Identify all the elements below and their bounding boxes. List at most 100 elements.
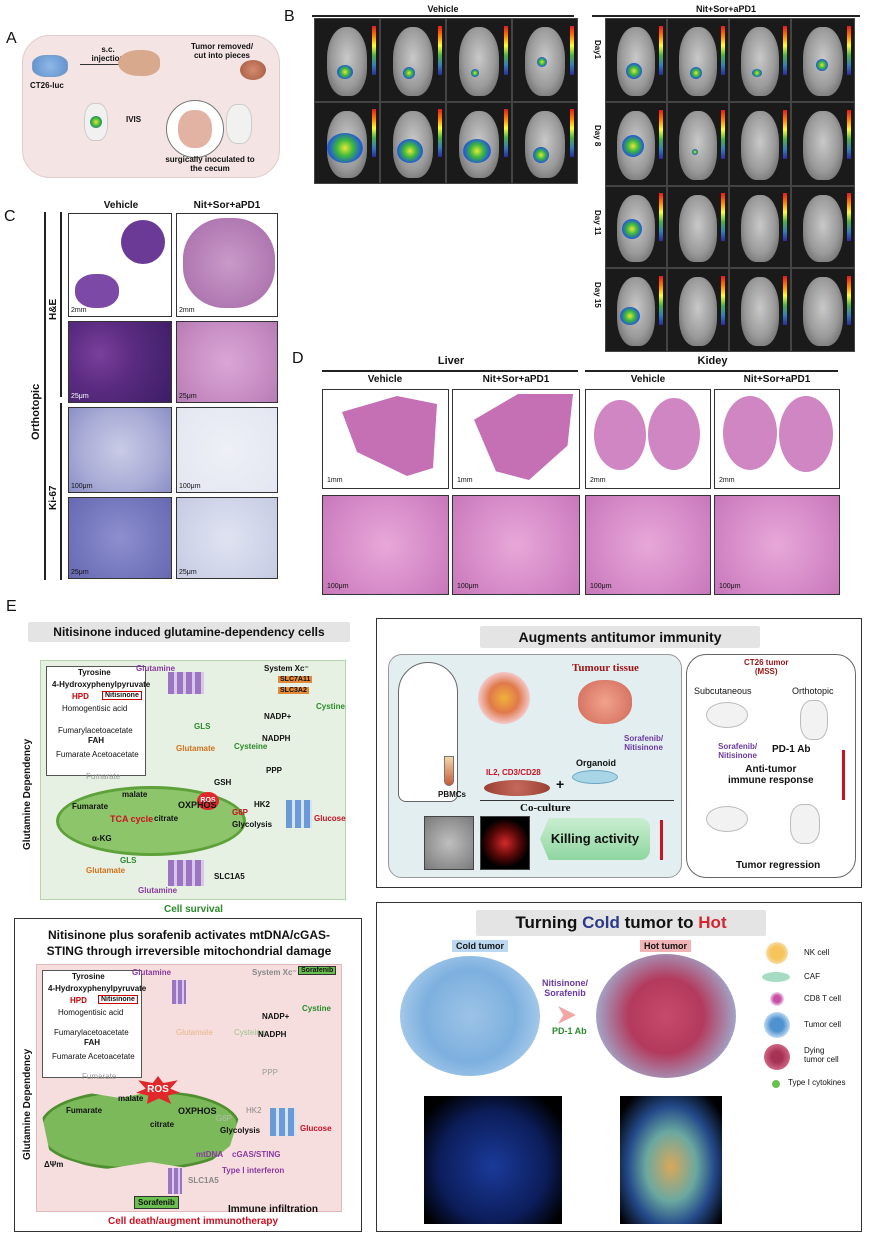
sc-injection-label: s.c. injection	[91, 45, 125, 63]
panel-label-c: C	[4, 208, 16, 225]
c-bracket-he	[60, 212, 62, 397]
d-kidey-line	[585, 370, 838, 372]
scale-bar-label: 25μm	[71, 569, 89, 576]
e2-transporter-bottom	[168, 1168, 182, 1194]
e4-title-hot: Hot	[698, 913, 727, 932]
e2-ylabel: Glutamine Dependency	[22, 1048, 33, 1160]
e3-right-bg	[686, 654, 856, 878]
scale-bar-label: 1mm	[327, 477, 343, 484]
e2-homogentisic: Homogentisic acid	[58, 1008, 124, 1017]
e2-glucose: Glucose	[300, 1124, 332, 1133]
e3-up-arrow	[660, 820, 663, 860]
e1-nadp: NADP+	[264, 712, 292, 721]
e1-cystine: Cystine	[316, 702, 345, 711]
d-kidney-vehicle-header: Vehicle	[630, 374, 666, 385]
b-treat-line	[592, 15, 860, 17]
he-zoom-vehicle: 25μm	[68, 321, 172, 403]
e1-cysteine: Cysteine	[234, 742, 268, 751]
liver-zoom-treat: 100μm	[452, 495, 580, 595]
d-kidney-treat-header: Nit+Sor+aPD1	[743, 374, 811, 385]
e2-slc1a5: SLC1A5	[188, 1176, 219, 1185]
e2-fumarate-a: Fumarate	[52, 1052, 87, 1061]
e2-glucose-transporter	[270, 1108, 296, 1136]
e2-ppp: PPP	[262, 1068, 279, 1077]
c-bracket-ki	[60, 403, 62, 580]
c-vehicle-header: Vehicle	[103, 200, 139, 211]
e2-cystine: Cystine	[302, 1004, 331, 1013]
e2-sorafenib-bottom: Sorafenib	[134, 1196, 179, 1209]
legend-tumor-cell: Tumor cell	[804, 1020, 842, 1029]
e1-gls-top: GLS	[194, 722, 211, 731]
ivis-image	[791, 102, 855, 186]
scale-bar-label: 100μm	[457, 583, 479, 590]
d-liver-line	[322, 370, 578, 372]
e1-tyrosine-box	[46, 666, 146, 776]
e4-title-b: tumor to	[619, 913, 699, 932]
ivis-image	[667, 18, 729, 102]
e2-glycolysis: Glycolysis	[220, 1126, 261, 1135]
ivis-image	[791, 186, 855, 268]
scale-bar-label: 25μm	[179, 393, 197, 400]
e2-fumarate-b: Fumarate	[82, 1072, 117, 1081]
legend-caf: CAF	[804, 972, 820, 981]
e1-hk2: HK2	[254, 800, 271, 809]
e3-tissue-zoom	[478, 672, 530, 724]
e1-tca: TCA cycle	[110, 814, 154, 824]
ivis-image	[605, 18, 667, 102]
e1-slc7a11: SLC7A11	[278, 676, 313, 683]
e2-hpp: 4-Hydroxyphenylpyruvate	[48, 984, 147, 993]
e1-ylabel: Glutamine Dependency	[22, 738, 33, 850]
inoculated-label: surgically inoculated to the cecum	[165, 155, 255, 173]
e1-gls-bottom: GLS	[120, 856, 137, 865]
e3-sorafenib-right: Sorafenib/ Nitisinone	[718, 742, 758, 760]
e4-cold-tumor	[400, 956, 540, 1076]
scale-bar-label: 2mm	[590, 477, 606, 484]
ivis-label: IVIS	[126, 115, 142, 124]
e3-up-arrow-right	[842, 750, 845, 800]
c-he-label: H&E	[48, 298, 59, 320]
e3-pbmc: PBMCs	[438, 790, 467, 799]
d-kidey-header: Kidey	[697, 355, 728, 367]
panel-label-a: A	[6, 30, 17, 47]
legend-cd8: CD8 T cell	[804, 994, 842, 1003]
e1-akg: α-KG	[92, 834, 112, 843]
kidney-zoom-vehicle: 100μm	[585, 495, 711, 595]
e1-hpd: HPD	[72, 692, 89, 701]
ivis-image	[605, 186, 667, 268]
e1-title: Nitisinone induced glutamine-dependency …	[28, 622, 350, 642]
scale-bar-label: 100μm	[71, 483, 93, 490]
tumor-removed-label: Tumor removed/ cut into pieces	[190, 42, 254, 60]
e2-mtdna: mtDNA	[196, 1150, 224, 1159]
ivis-image	[729, 102, 791, 186]
e2-ifn: Type Ⅰ interferon	[222, 1166, 285, 1175]
cecum-zoom	[166, 100, 224, 158]
e3-sorafenib: Sorafenib/ Nitisinone	[624, 734, 664, 752]
e2-immune: Immune infiltration	[228, 1204, 318, 1215]
e2-oxphos: OXPHOS	[178, 1106, 217, 1116]
ct26-label: CT26-luc	[30, 81, 64, 90]
ct26-dish	[32, 55, 68, 77]
legend-tumor-cell-icon	[764, 1012, 790, 1038]
e1-slc3a2: SLC3A2	[278, 687, 309, 694]
scale-bar-label: 25μm	[179, 569, 197, 576]
e2-sorafenib: Sorafenib	[298, 966, 337, 975]
e4-panel-border	[376, 902, 862, 1232]
ivis-image	[446, 102, 512, 184]
e1-nadph: NADPH	[262, 734, 291, 743]
e3-title: Augments antitumor immunity	[480, 626, 760, 648]
e4-hot-fluorescence	[620, 1096, 722, 1224]
e2-tyrosine-box	[42, 970, 142, 1078]
legend-dying-cell-icon	[764, 1044, 790, 1070]
e1-g6p: G6P	[232, 808, 249, 817]
he-zoom-treat: 25μm	[176, 321, 278, 403]
legend-nk-cell-icon	[766, 942, 788, 964]
e4-drug: Nitisinone/ Sorafenib	[542, 978, 589, 998]
ivis-image	[605, 102, 667, 186]
panel-label-d: D	[292, 350, 304, 367]
e1-tyrosine: Tyrosine	[78, 668, 111, 677]
e1-fumarylacetoacetate: Fumarylacetoacetate	[58, 726, 133, 735]
liver-overview-treat: 1mm	[452, 389, 580, 489]
e3-pd1: PD-1 Ab	[772, 744, 811, 755]
e1-slc1a5: SLC1A5	[214, 872, 245, 881]
e3-organoid-dish	[572, 770, 618, 784]
